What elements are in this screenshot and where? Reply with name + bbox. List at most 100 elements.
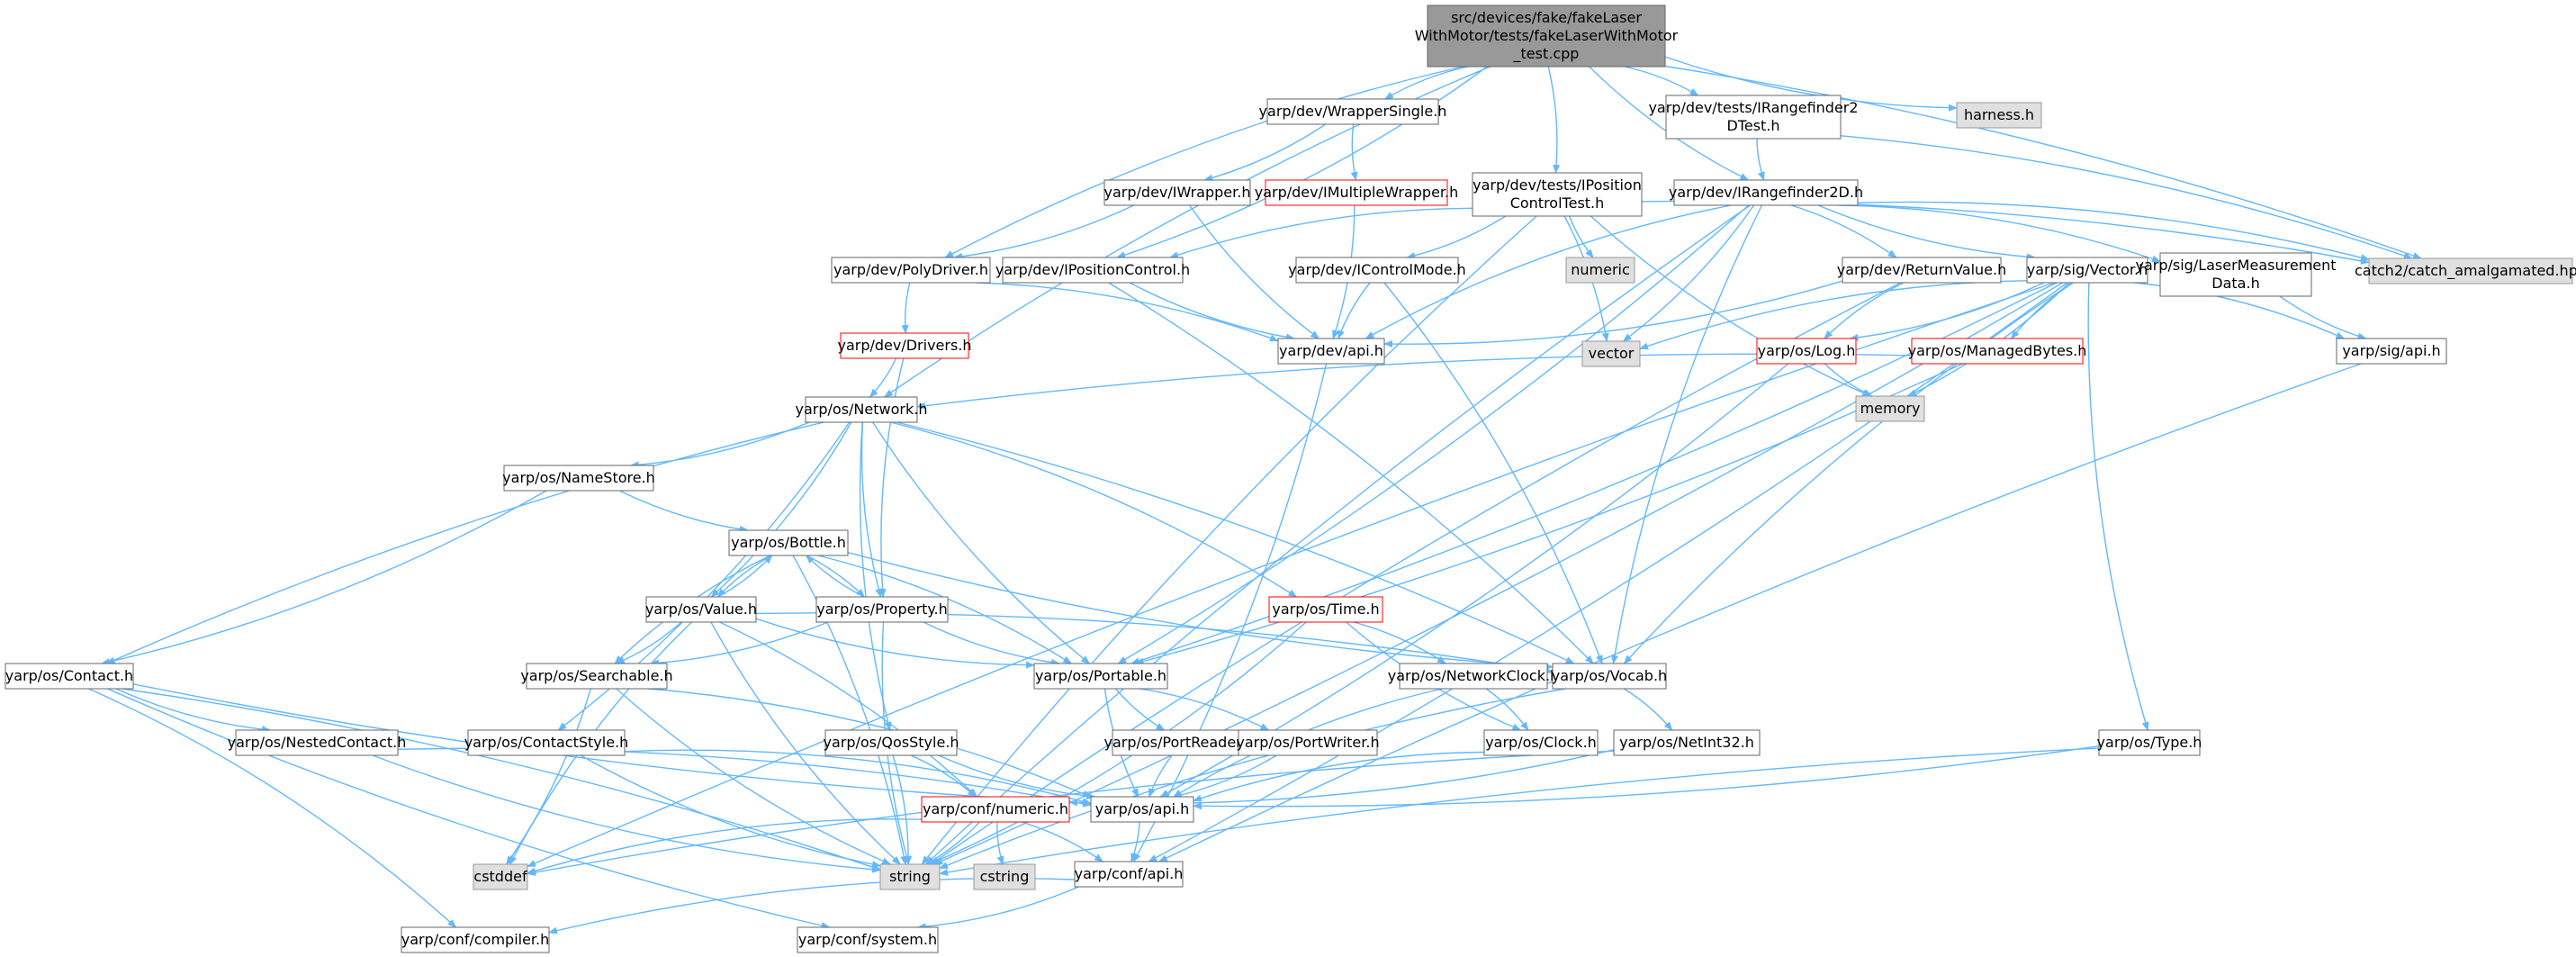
edge-nestedcontact-to-string_sys xyxy=(372,754,881,873)
node-label: yarp/os/NameStore.h xyxy=(502,469,655,486)
node-oslog[interactable]: yarp/os/Log.h xyxy=(1756,338,1857,365)
edge-icontrolmode-to-devapi xyxy=(1338,282,1371,339)
edge-value-to-confnumeric xyxy=(719,621,978,798)
edge-confnumeric-to-cstddef_sys xyxy=(527,818,923,875)
edge-iwrapper-to-polydriver xyxy=(953,204,1135,260)
node-vector_sys: vector xyxy=(1581,340,1641,367)
edge-polydriver-to-devapi xyxy=(976,282,1279,342)
node-property[interactable]: yarp/os/Property.h xyxy=(815,596,949,623)
node-label: yarp/os/Portable.h xyxy=(1035,667,1166,684)
node-contact[interactable]: yarp/os/Contact.h xyxy=(5,663,134,690)
node-iwrapper[interactable]: yarp/dev/IWrapper.h xyxy=(1103,179,1251,206)
node-portreader[interactable]: yarp/os/PortReader.h xyxy=(1103,729,1255,756)
edge-confnumeric-to-string_sys xyxy=(924,821,980,865)
node-imultiwrapper[interactable]: yarp/dev/IMultipleWrapper.h xyxy=(1255,179,1459,206)
node-label: WithMotor/tests/fakeLaserWithMotor xyxy=(1415,27,1679,44)
node-label: string xyxy=(889,868,931,885)
node-bottle[interactable]: yarp/os/Bottle.h xyxy=(728,529,849,556)
node-confnumeric[interactable]: yarp/conf/numeric.h xyxy=(921,796,1070,823)
edge-value-to-searchable xyxy=(615,621,682,664)
node-networkclock[interactable]: yarp/os/NetworkClock.h xyxy=(1388,663,1559,690)
node-osapi[interactable]: yarp/os/api.h xyxy=(1090,796,1194,823)
edge-value-to-bottle xyxy=(717,555,773,598)
edge-property-to-searchable xyxy=(650,621,829,667)
node-label: yarp/dev/tests/IRangefinder2 xyxy=(1648,99,1858,116)
edge-portable-to-portwriter xyxy=(1139,688,1270,731)
node-box xyxy=(1090,796,1194,823)
node-box xyxy=(805,396,918,423)
node-iposctrl[interactable]: yarp/dev/IPositionControl.h xyxy=(995,257,1190,284)
node-box xyxy=(1911,338,2084,365)
node-label: yarp/dev/IMultipleWrapper.h xyxy=(1255,184,1459,201)
node-label: yarp/os/NetworkClock.h xyxy=(1388,667,1559,684)
edge-value-to-portable xyxy=(755,618,1035,669)
node-label: yarp/os/Log.h xyxy=(1758,342,1856,359)
node-portwriter[interactable]: yarp/os/PortWriter.h xyxy=(1236,729,1380,756)
node-box xyxy=(2098,729,2201,756)
node-nestedcontact[interactable]: yarp/os/NestedContact.h xyxy=(228,729,407,756)
node-box xyxy=(1665,95,1842,140)
node-root[interactable]: src/devices/fake/fakeLaserWithMotor/test… xyxy=(1415,5,1679,68)
edge-contact-to-compiler xyxy=(88,688,457,928)
node-value[interactable]: yarp/os/Value.h xyxy=(645,596,757,623)
node-label: yarp/os/Clock.h xyxy=(1485,734,1597,751)
node-netint32[interactable]: yarp/os/NetInt32.h xyxy=(1613,729,1761,756)
edge-netint32-to-confnumeric xyxy=(1068,749,1615,807)
edge-bottle-to-portable xyxy=(817,555,1073,664)
node-drivers[interactable]: yarp/dev/Drivers.h xyxy=(837,332,972,359)
node-contactstyle[interactable]: yarp/os/ContactStyle.h xyxy=(464,729,629,756)
node-box xyxy=(2368,257,2573,284)
node-system[interactable]: yarp/conf/system.h xyxy=(797,926,939,953)
node-box xyxy=(2026,257,2148,284)
edge-wrappersingle-to-imultiwrapper xyxy=(1350,123,1358,181)
node-label: yarp/os/NetInt32.h xyxy=(1619,734,1754,751)
node-label: DTest.h xyxy=(1726,117,1779,134)
edge-root-to-polydriver xyxy=(944,66,1464,258)
node-numeric_sys: numeric xyxy=(1565,257,1635,284)
node-devapi[interactable]: yarp/dev/api.h xyxy=(1277,338,1385,365)
edge-root-to-irf2d xyxy=(1589,66,1750,181)
node-ostype[interactable]: yarp/os/Type.h xyxy=(2097,729,2202,756)
node-label: yarp/dev/Drivers.h xyxy=(837,337,971,354)
node-network[interactable]: yarp/os/Network.h xyxy=(796,396,928,423)
node-irf2d[interactable]: yarp/dev/IRangefinder2D.h xyxy=(1669,179,1863,206)
node-portable[interactable]: yarp/os/Portable.h xyxy=(1033,663,1168,690)
node-returnvalue[interactable]: yarp/dev/ReturnValue.h xyxy=(1837,257,2007,284)
node-compiler[interactable]: yarp/conf/compiler.h xyxy=(401,926,550,953)
edge-root-to-catch2 xyxy=(1664,65,2422,259)
node-box xyxy=(1268,596,1383,623)
node-sigvector[interactable]: yarp/sig/Vector.h xyxy=(2026,257,2148,284)
node-icontrolmode[interactable]: yarp/dev/IControlMode.h xyxy=(1288,257,1466,284)
node-polydriver[interactable]: yarp/dev/PolyDriver.h xyxy=(831,257,991,284)
edge-confnumeric-to-cstring_sys xyxy=(996,821,1004,865)
node-box xyxy=(1472,172,1643,217)
node-ostime[interactable]: yarp/os/Time.h xyxy=(1268,596,1383,623)
node-sigapi[interactable]: yarp/sig/api.h xyxy=(2336,338,2447,365)
node-managedbytes[interactable]: yarp/os/ManagedBytes.h xyxy=(1908,338,2087,365)
node-namestore[interactable]: yarp/os/NameStore.h xyxy=(502,465,655,492)
node-box xyxy=(1613,729,1761,756)
node-label: _test.cpp xyxy=(1513,45,1580,63)
node-label: ControlTest.h xyxy=(1510,194,1605,212)
edge-confapi-to-system xyxy=(916,886,1079,931)
node-label: harness.h xyxy=(1964,106,2034,123)
edge-iposctest-to-memory_sys xyxy=(1590,215,1872,397)
edge-clock-to-osapi xyxy=(1193,751,1485,802)
node-vocab[interactable]: yarp/os/Vocab.h xyxy=(1552,663,1667,690)
node-qosstyle[interactable]: yarp/os/QosStyle.h xyxy=(823,729,959,756)
node-box xyxy=(797,926,939,953)
node-box xyxy=(1277,338,1385,365)
node-clock[interactable]: yarp/os/Clock.h xyxy=(1483,729,1599,756)
edge-iposctest-to-numeric_sys xyxy=(1569,215,1594,258)
node-label: yarp/os/PortReader.h xyxy=(1103,734,1254,751)
node-confapi[interactable]: yarp/conf/api.h xyxy=(1074,861,1184,888)
node-wrappersingle[interactable]: yarp/dev/WrapperSingle.h xyxy=(1259,98,1447,125)
node-box xyxy=(1756,338,1857,365)
node-box xyxy=(235,729,399,756)
edge-searchable-to-cstddef_sys xyxy=(506,688,591,865)
edge-portwriter-to-osapi xyxy=(1172,754,1277,799)
node-searchable[interactable]: yarp/os/Searchable.h xyxy=(520,663,673,690)
